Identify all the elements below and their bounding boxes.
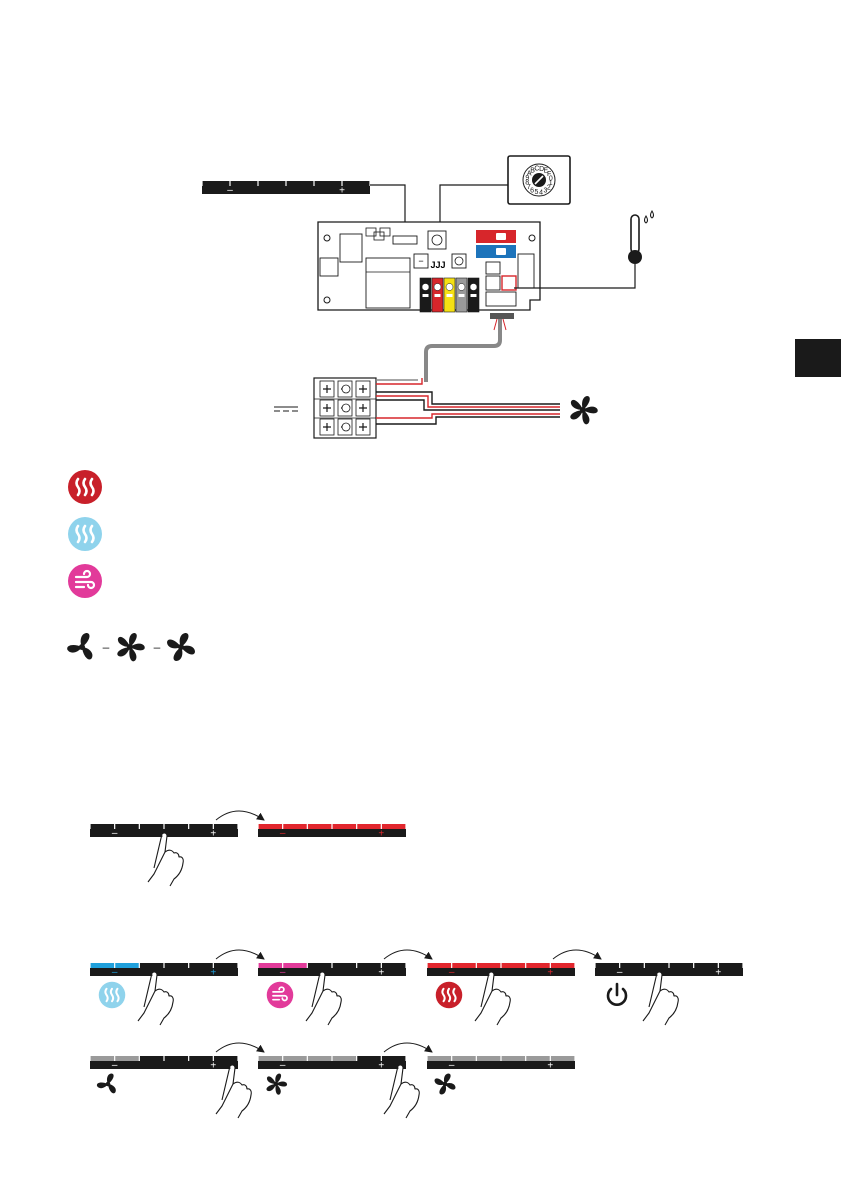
chip-label: JJJ — [430, 260, 445, 270]
plus-label: + — [339, 186, 345, 197]
sequence-arrow — [553, 950, 601, 959]
sequence-panel: –+ — [258, 824, 406, 840]
hand-pointer-icon — [306, 972, 341, 1025]
heating-icon — [68, 470, 102, 504]
section-tab — [795, 339, 841, 377]
sequence-arrow — [216, 811, 264, 820]
plus-label: + — [378, 968, 384, 979]
sequence-panel: –+ — [90, 1056, 238, 1072]
fan-speed-separator: – — [154, 640, 161, 654]
relay-heat-slot — [496, 233, 506, 240]
fan-wires — [376, 378, 560, 424]
hand-pointer-icon — [148, 833, 183, 886]
temperature-sensor-icon — [628, 211, 654, 264]
fan-speed-icon — [96, 1074, 118, 1095]
plus-label: + — [210, 1061, 216, 1072]
minus-label: – — [112, 828, 118, 839]
minus-label: – — [280, 967, 286, 978]
plus-label: + — [547, 1061, 553, 1072]
hand-pointer-icon — [475, 972, 510, 1025]
terminal-block — [420, 278, 479, 312]
fan-speed-icon — [435, 1074, 456, 1095]
plus-label: + — [378, 1061, 384, 1072]
terminal-slot — [471, 294, 477, 297]
sequence-arrow — [384, 1043, 432, 1052]
hand-pointer-icon — [216, 1065, 251, 1118]
minus-label: – — [280, 828, 286, 839]
terminal-screw — [434, 284, 441, 291]
plus-label: + — [547, 968, 553, 979]
ventilation-icon — [68, 564, 102, 598]
controller-board: − JJJ — [318, 222, 540, 312]
dial-label: 4 — [539, 189, 543, 196]
sequence-arrow — [216, 1043, 264, 1052]
terminal-screw — [470, 284, 477, 291]
fan-speed-separator: – — [103, 640, 110, 654]
cooling-icon — [99, 982, 126, 1009]
terminal-screw — [422, 284, 429, 291]
hand-pointer-icon — [138, 972, 173, 1025]
strip-connector — [342, 423, 350, 431]
terminal-slot — [435, 294, 441, 297]
sequence-panel: –+ — [90, 963, 238, 979]
fan-speed-icon — [116, 633, 145, 662]
mode-legend: –– — [66, 470, 195, 662]
minus-label: – — [280, 1060, 286, 1071]
touch-panel-connector: –+ — [202, 181, 370, 197]
minus-label: – — [449, 1060, 455, 1071]
fan-speed-icon — [66, 633, 95, 660]
cable-plug — [490, 313, 514, 319]
minus-label: – — [449, 967, 455, 978]
sequence-panel: –+ — [258, 1056, 406, 1072]
sequence-panel: –+ — [427, 1056, 575, 1072]
minus-label: – — [617, 967, 623, 978]
plus-label: + — [210, 829, 216, 840]
power-icon — [608, 984, 626, 1005]
dial-label: B — [530, 167, 535, 174]
plus-label: + — [715, 968, 721, 979]
terminal-slot — [447, 294, 453, 297]
fan-speed-icon — [167, 633, 195, 661]
terminal-slot — [423, 294, 429, 297]
fan-speed-icon — [266, 1074, 288, 1096]
ventilation-icon — [267, 982, 294, 1009]
sequence-panel: –+ — [595, 963, 743, 979]
operation-sequences: –+–+–+–+–+–+–+–+–+ — [90, 811, 743, 1118]
strip-connector — [342, 385, 350, 393]
terminal-slot — [459, 294, 465, 297]
dial-label: 5 — [534, 189, 538, 196]
plus-label: + — [378, 829, 384, 840]
terminal-screw — [446, 284, 453, 291]
sequence-arrow — [384, 950, 432, 959]
dc-symbol — [274, 407, 298, 411]
strip-connector — [342, 404, 350, 412]
svg-text:−: − — [418, 256, 423, 266]
dial-label: 3 — [543, 188, 547, 195]
touch-panel-top: –+ — [202, 181, 370, 197]
cooling-icon — [68, 517, 102, 551]
minus-label: – — [112, 967, 118, 978]
sequence-arrow — [216, 950, 264, 959]
hand-pointer-icon — [384, 1065, 419, 1118]
heating-icon — [436, 982, 463, 1009]
fan-icon — [569, 396, 598, 425]
minus-label: – — [227, 185, 233, 196]
relay-cool-slot — [496, 248, 506, 255]
sequence-panel: –+ — [258, 963, 406, 979]
rotary-address-switch: CDEF0123456789AB — [508, 156, 570, 204]
minus-label: – — [112, 1060, 118, 1071]
hand-pointer-icon — [643, 972, 678, 1025]
terminal-screw — [458, 284, 465, 291]
plus-label: + — [210, 968, 216, 979]
sequence-panel: –+ — [427, 963, 575, 979]
terminal-strip — [314, 378, 376, 438]
dial-label: 2 — [547, 184, 551, 191]
main-cable — [426, 319, 500, 382]
